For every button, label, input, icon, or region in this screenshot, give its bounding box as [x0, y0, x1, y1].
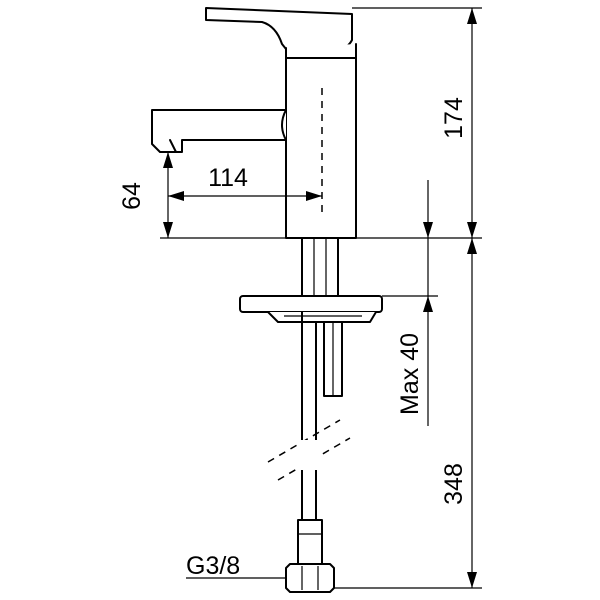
- aerator-line: [169, 139, 177, 153]
- hose-ferrule: [297, 519, 323, 567]
- total-height-label: 174: [440, 97, 468, 139]
- arrow-up: [163, 152, 173, 168]
- arrow-down: [467, 572, 477, 588]
- spout-height-label: 64: [118, 182, 146, 210]
- max-deck-label: Max 40: [396, 333, 424, 415]
- arrow-up: [467, 8, 477, 24]
- thread-label: G3/8: [186, 552, 240, 580]
- dim-spout-reach: 114: [168, 164, 322, 201]
- arrow-up: [423, 296, 433, 312]
- hose-length-label: 348: [440, 463, 468, 505]
- spout: [151, 109, 287, 153]
- plate-bracket: [267, 311, 377, 323]
- break-gap: [298, 440, 320, 470]
- arrow-down: [467, 222, 477, 238]
- arrow-up: [467, 238, 477, 254]
- under-deck-assembly: [239, 237, 383, 593]
- main-column: [285, 57, 357, 239]
- arrow-right: [306, 191, 322, 201]
- spout-reach-label: 114: [208, 164, 248, 192]
- dim-hose-length: 348: [334, 238, 482, 589]
- hex-nut: [285, 563, 335, 593]
- shank: [301, 237, 339, 297]
- arrow-down: [423, 222, 433, 238]
- thread-annotation: G3/8: [186, 552, 286, 580]
- spout-joint: [281, 109, 287, 141]
- faucet-body: [151, 7, 357, 239]
- dim-max-deck: Max 40: [382, 180, 438, 426]
- arrow-left: [168, 191, 184, 201]
- arrow-down: [163, 222, 173, 238]
- dim-total-height: 174: [352, 7, 482, 238]
- dim-spout-height: 64: [118, 152, 173, 238]
- mounting-plate: [239, 295, 383, 313]
